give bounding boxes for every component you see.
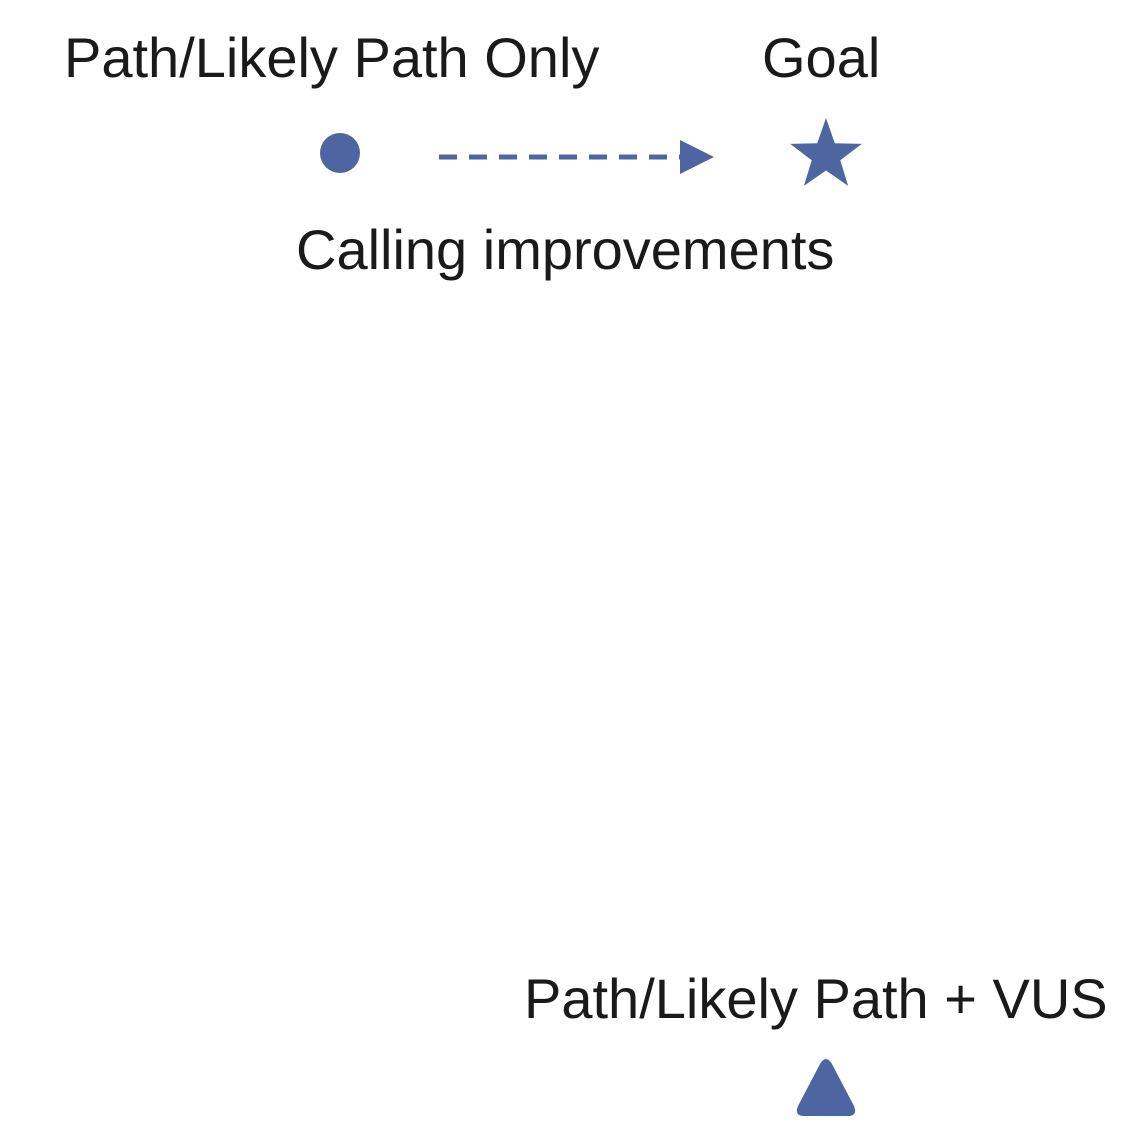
goal-label: Goal	[762, 26, 880, 89]
triangle-marker-icon	[796, 1059, 856, 1116]
circle-marker-icon	[320, 133, 360, 173]
arrow-head	[680, 140, 714, 174]
star-marker-icon	[790, 118, 862, 186]
start-label: Path/Likely Path Only	[64, 26, 599, 89]
transition-label: Calling improvements	[296, 218, 834, 281]
alternate-label: Path/Likely Path + VUS	[524, 967, 1108, 1030]
dashed-arrow-icon	[439, 140, 714, 174]
